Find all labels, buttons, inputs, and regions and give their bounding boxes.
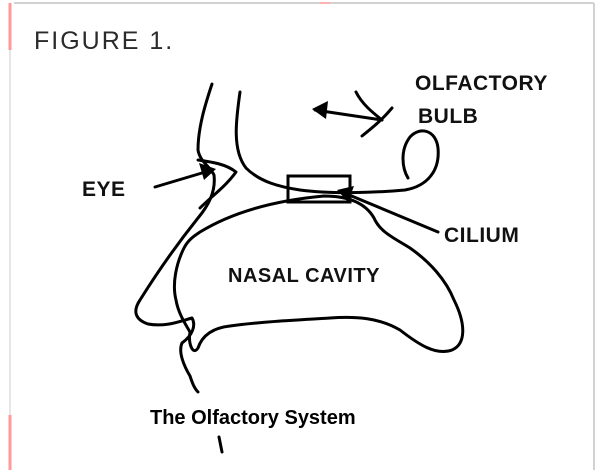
figure-caption: The Olfactory System bbox=[150, 408, 356, 428]
label-bulb: BULB bbox=[418, 106, 478, 127]
head-outline bbox=[236, 92, 438, 193]
label-olfactory: OLFACTORY bbox=[415, 73, 548, 94]
label-eye: EYE bbox=[82, 179, 126, 200]
figure-title: FIGURE 1. bbox=[34, 29, 174, 54]
face-profile-outline bbox=[136, 84, 214, 392]
eye-arrow bbox=[155, 163, 216, 187]
olfactory-bulb-arrow bbox=[312, 92, 392, 136]
stray-mark bbox=[219, 437, 222, 452]
label-nasal-cavity: NASAL CAVITY bbox=[228, 266, 380, 286]
label-cilium: CILIUM bbox=[444, 225, 519, 246]
